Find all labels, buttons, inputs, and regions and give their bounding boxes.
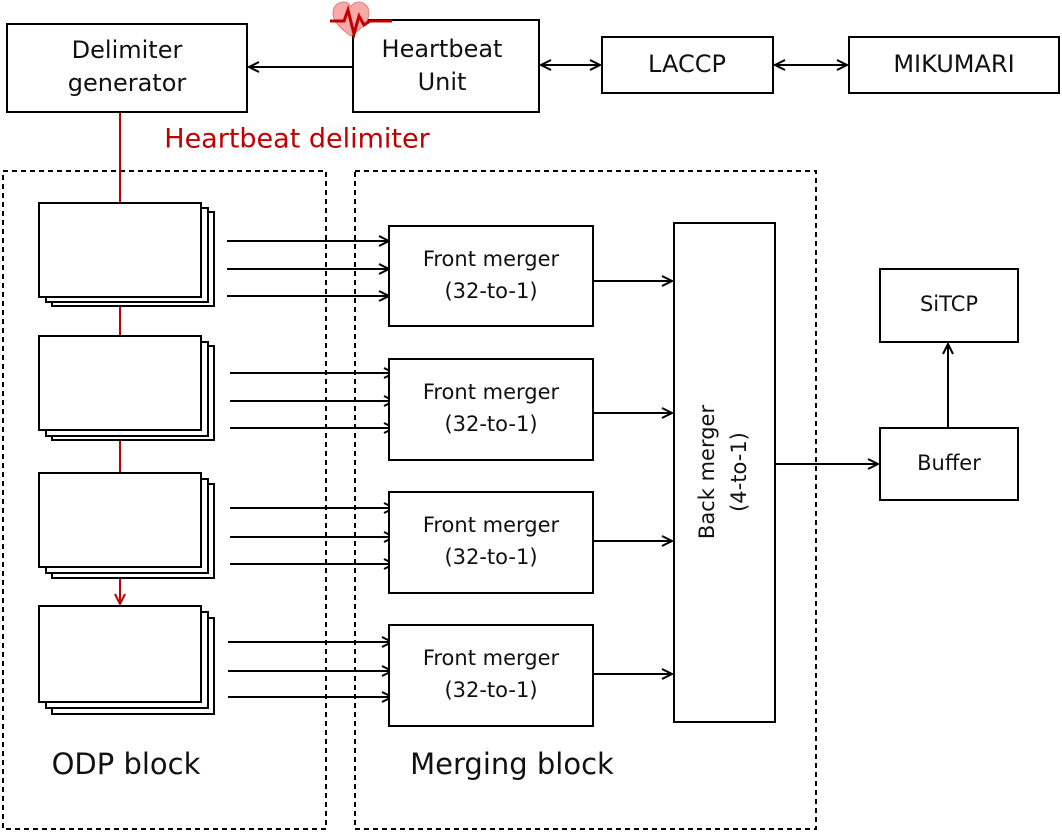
front-merger-4-label-line1: Front merger	[423, 646, 560, 670]
odp-block-region	[2, 170, 327, 830]
heartbeat-unit-label-line2: Unit	[418, 68, 467, 96]
laccp-box: LACCP	[601, 36, 774, 94]
laccp-label: LACCP	[648, 50, 726, 78]
merging-block-label: Merging block	[410, 747, 614, 781]
front-merger-3-label-line2: (32-to-1)	[444, 545, 537, 569]
front-merger-2-label-line2: (32-to-1)	[444, 412, 537, 436]
front-merger-1-label-line2: (32-to-1)	[444, 279, 537, 303]
front-merger-1-label-line1: Front merger	[423, 247, 560, 271]
front-merger-4-label-line2: (32-to-1)	[444, 678, 537, 702]
merging-block-region	[354, 170, 817, 830]
heartbeat-unit-label-line1: Heartbeat	[382, 35, 503, 63]
heartbeat-unit-box: Heartbeat Unit	[352, 19, 540, 113]
front-merger-4: Front merger (32-to-1)	[388, 624, 594, 727]
back-merger: Back merger (4-to-1)	[673, 222, 776, 723]
odp-stack-3	[38, 472, 215, 579]
front-merger-2: Front merger (32-to-1)	[388, 358, 594, 461]
heart-pulse-icon	[330, 1, 392, 40]
mikumari-label: MIKUMARI	[893, 50, 1014, 78]
delimiter-generator-label-line1: Delimiter	[72, 36, 183, 64]
mikumari-box: MIKUMARI	[848, 36, 1060, 94]
front-merger-3-label-line1: Front merger	[423, 513, 560, 537]
delimiter-generator-box: Delimiter generator	[6, 23, 248, 113]
odp-stack-1	[38, 202, 215, 307]
delimiter-generator-label-line2: generator	[68, 69, 187, 97]
front-merger-1: Front merger (32-to-1)	[388, 225, 594, 327]
odp-stack-4	[38, 605, 215, 715]
front-merger-3: Front merger (32-to-1)	[388, 491, 594, 594]
odp-stack-2	[38, 335, 215, 441]
odp-block-label: ODP block	[52, 747, 201, 781]
back-merger-label-line2: (4-to-1)	[727, 432, 751, 512]
odp-to-front-arrows	[227, 241, 394, 697]
buffer-label: Buffer	[917, 451, 981, 475]
sitcp-box: SiTCP	[879, 268, 1019, 343]
heartbeat-delimiter-label: Heartbeat delimiter	[164, 124, 430, 155]
buffer-box: Buffer	[879, 427, 1019, 501]
front-merger-2-label-line1: Front merger	[423, 380, 560, 404]
sitcp-label: SiTCP	[920, 292, 978, 316]
back-merger-label-line1: Back merger	[695, 405, 719, 540]
